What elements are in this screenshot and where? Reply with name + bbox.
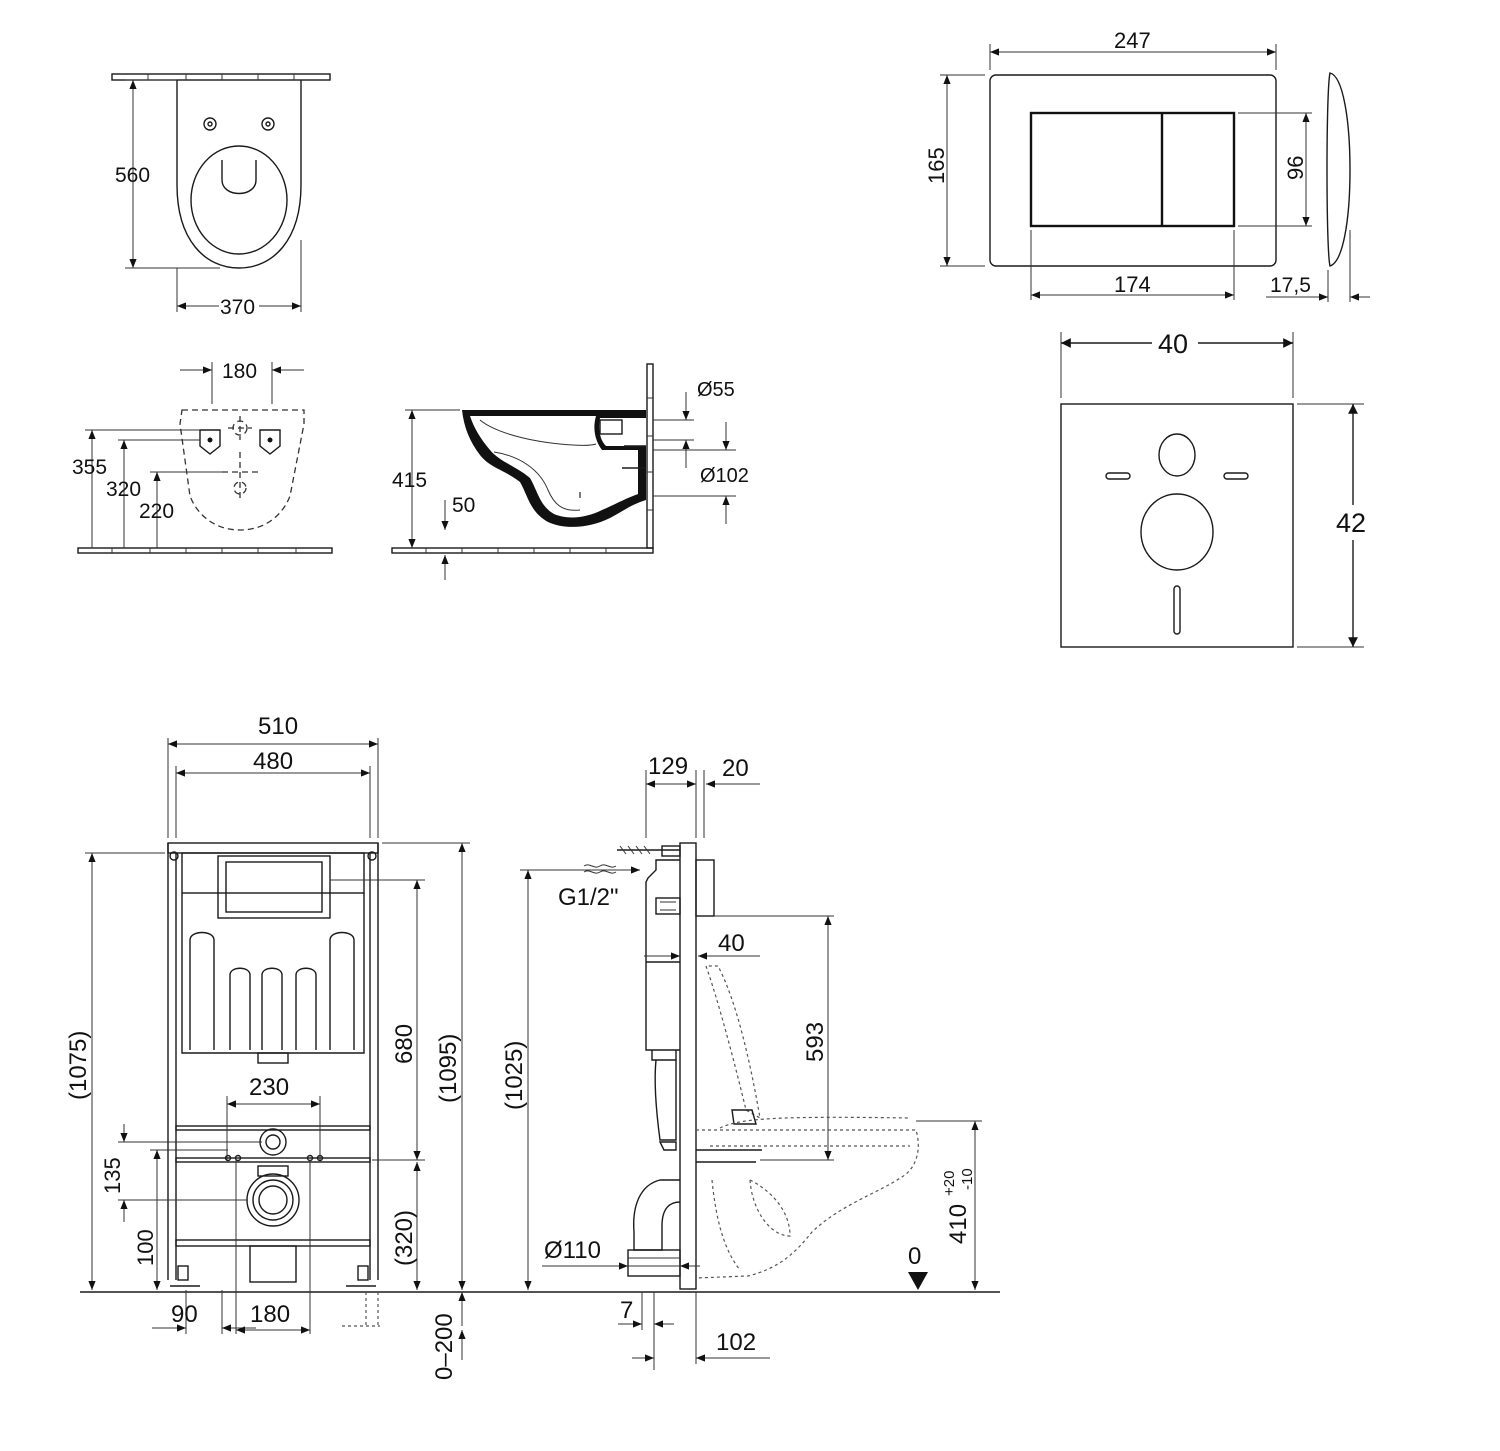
label-g12: G1/2" — [558, 884, 619, 911]
frame-front-view: 510 480 (1075) (1095) 680 (320) 230 135 … — [65, 713, 470, 1380]
dim-d55: Ø55 — [697, 379, 735, 401]
tol-minus-10: -10 — [959, 1168, 976, 1190]
dim-96: 96 — [1283, 156, 1308, 180]
dim-0-200: 0–200 — [431, 1313, 458, 1380]
dim-680: 680 — [391, 1024, 418, 1064]
wc-dotted-outline — [695, 1129, 919, 1279]
tol-plus-20: +20 — [941, 1171, 958, 1196]
dim-320-front: (320) — [391, 1210, 418, 1266]
cistern-body — [181, 893, 365, 1054]
dim-320-rear: 320 — [106, 478, 141, 501]
dim-480: 480 — [253, 748, 293, 775]
cistern-side — [645, 859, 680, 1051]
frame-side-view: 129 20 G1/2" (1025) 40 593 Ø110 7 102 41… — [501, 753, 982, 1370]
bowl-opening — [190, 145, 288, 255]
dim-220: 220 — [139, 500, 174, 523]
dim-d110: Ø110 — [544, 1237, 601, 1264]
dim-40-side: 40 — [718, 930, 745, 957]
rear-outline — [179, 409, 305, 531]
frame-post — [679, 842, 697, 1290]
bolt-hole-left — [203, 117, 217, 131]
dim-593: 593 — [802, 1022, 829, 1062]
dim-230: 230 — [249, 1074, 289, 1101]
dim-20: 20 — [722, 755, 749, 782]
dim-42: 42 — [1336, 508, 1366, 538]
dim-165: 165 — [924, 147, 949, 184]
wc-rear-view: 180 355 320 220 — [72, 360, 333, 554]
drain-connection — [246, 1173, 300, 1227]
frame-top-bar — [167, 842, 379, 854]
bowl-outline — [176, 80, 302, 269]
dim-50: 50 — [452, 494, 475, 517]
dim-102: 102 — [716, 1329, 756, 1356]
flush-plate-view: 247 165 96 174 17,5 — [924, 28, 1370, 302]
dim-355: 355 — [72, 456, 107, 479]
dim-410: 410 — [945, 1204, 972, 1244]
dim-415: 415 — [392, 469, 427, 492]
dim-40-gasket: 40 — [1158, 329, 1188, 359]
dim-180-front: 180 — [250, 1301, 290, 1328]
gasket-hole-main — [1140, 493, 1214, 571]
gasket-outline — [1060, 403, 1294, 648]
gasket-view: 40 42 — [1060, 329, 1366, 648]
wall-strip — [111, 73, 331, 81]
dim-174: 174 — [1114, 272, 1151, 297]
dim-1075: (1075) — [65, 1031, 92, 1100]
dim-560: 560 — [115, 164, 150, 187]
wall-side — [646, 363, 654, 549]
flush-plate-outline — [989, 74, 1277, 267]
dim-90: 90 — [171, 1301, 198, 1328]
dim-247: 247 — [1114, 28, 1151, 53]
water-connection — [259, 1128, 287, 1156]
dim-100: 100 — [133, 1229, 158, 1266]
flush-opening — [217, 855, 331, 919]
drain-bend — [633, 1179, 681, 1251]
bolt-hole-right — [261, 117, 275, 131]
dim-d102: Ø102 — [700, 465, 749, 487]
water-wave-icon — [583, 864, 617, 874]
wc-side-view: 415 50 Ø55 Ø102 — [391, 363, 749, 580]
dim-17-5: 17,5 — [1270, 274, 1311, 297]
dim-180-rear: 180 — [222, 360, 257, 383]
dim-1095: (1095) — [435, 1034, 462, 1103]
flush-plate-profile — [1326, 72, 1351, 267]
dim-135: 135 — [100, 1157, 125, 1194]
floor-marker-icon — [908, 1272, 928, 1290]
dim-129: 129 — [648, 753, 688, 780]
dim-7: 7 — [620, 1297, 633, 1324]
wc-top-view: 560 370 — [111, 73, 331, 319]
dim-510: 510 — [258, 713, 298, 740]
dim-370: 370 — [220, 296, 255, 319]
gasket-hole-top — [1158, 433, 1196, 477]
floor-zero-label: 0 — [908, 1243, 921, 1270]
dim-1025: (1025) — [501, 1041, 528, 1110]
flush-buttons — [1029, 111, 1236, 228]
